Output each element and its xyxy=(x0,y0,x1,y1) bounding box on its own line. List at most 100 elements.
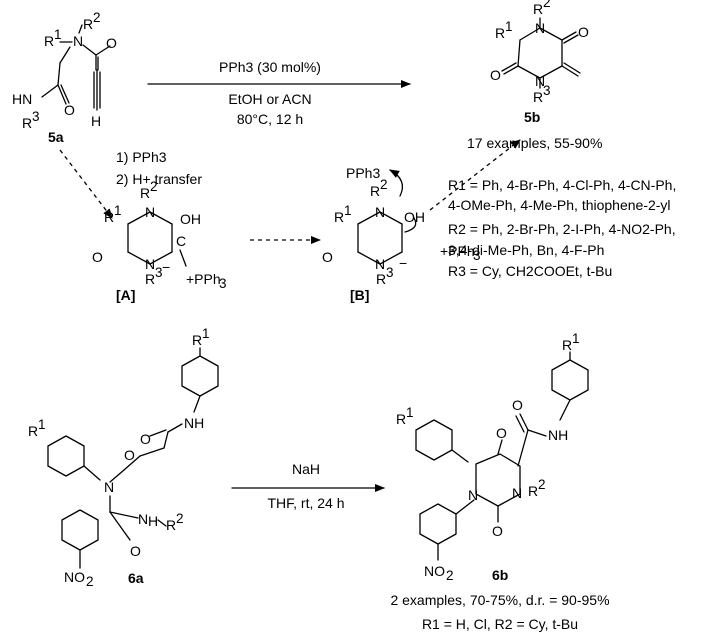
label-5a: 5a xyxy=(48,129,64,145)
label-a: [A] xyxy=(116,287,135,303)
svg-text:NH: NH xyxy=(184,415,204,431)
svg-text:N: N xyxy=(104,479,114,495)
svg-text:HN: HN xyxy=(12,91,32,107)
svg-text:OH: OH xyxy=(180,211,201,227)
svg-text:O: O xyxy=(92,249,103,265)
svg-text:N: N xyxy=(468,487,478,503)
svg-text:3: 3 xyxy=(32,109,40,124)
reaction-arrow-bottom: NaH THF, rt, 24 h xyxy=(231,461,385,511)
svg-text:O: O xyxy=(124,447,135,463)
svg-text:2: 2 xyxy=(380,177,388,192)
svg-text:H: H xyxy=(148,513,158,529)
svg-text:1: 1 xyxy=(344,203,352,218)
svg-text:N: N xyxy=(145,256,155,272)
reaction-arrow-top: PPh3 (30 mol%) EtOH or ACN 80°C, 12 h xyxy=(147,59,411,127)
svg-text:N: N xyxy=(375,256,385,272)
svg-text:R: R xyxy=(104,209,114,225)
svg-text:R: R xyxy=(145,271,155,287)
svg-text:O: O xyxy=(64,102,75,118)
svg-text:1: 1 xyxy=(38,417,46,432)
svg-text:H: H xyxy=(91,113,101,129)
svg-text:N: N xyxy=(138,511,148,527)
svg-text:3: 3 xyxy=(386,265,394,280)
conditions-label: THF, rt, 24 h xyxy=(267,495,344,511)
r1-line2: 4-OMe-Ph, 4-Me-Ph, thiophene-2-yl xyxy=(448,197,671,213)
catalyst-label: PPh3 (30 mol%) xyxy=(219,59,321,75)
svg-text:−: − xyxy=(399,255,407,271)
svg-text:N: N xyxy=(145,204,155,220)
scope-block-top: 17 examples, 55-90% R1 = Ph, 4-Br-Ph, 4-… xyxy=(448,135,676,279)
svg-text:1: 1 xyxy=(406,405,414,420)
svg-text:+PPh: +PPh xyxy=(186,271,221,287)
svg-text:1: 1 xyxy=(114,203,122,218)
svg-text:O: O xyxy=(578,24,589,40)
reagent-label: NaH xyxy=(292,461,320,477)
r3-line: R3 = Cy, CH2COOEt, t-Bu xyxy=(448,263,612,279)
svg-text:3: 3 xyxy=(219,276,227,291)
svg-text:−: − xyxy=(162,259,170,275)
svg-text:1: 1 xyxy=(202,326,210,341)
svg-text:N: N xyxy=(512,485,522,501)
substituents-bottom: R1 = H, Cl, R2 = Cy, t-Bu xyxy=(422,616,578,632)
svg-text:R: R xyxy=(44,33,54,49)
r2-line1: R2 = Ph, 2-Br-Ph, 2-I-Ph, 4-NO2-Ph, xyxy=(448,221,676,237)
svg-text:R: R xyxy=(28,423,38,439)
svg-text:R: R xyxy=(140,185,150,201)
svg-text:O: O xyxy=(492,523,503,539)
svg-text:2: 2 xyxy=(538,477,546,492)
label-6b: 6b xyxy=(492,567,508,583)
svg-text:+PPh: +PPh xyxy=(440,243,475,259)
reagent-release: PPh3 xyxy=(346,139,521,211)
svg-text:R: R xyxy=(83,16,93,32)
solvent-label: EtOH or ACN xyxy=(228,91,311,107)
svg-text:NO: NO xyxy=(64,569,85,585)
svg-text:NO: NO xyxy=(424,563,445,579)
svg-text:R: R xyxy=(376,271,386,287)
svg-text:2: 2 xyxy=(176,511,184,526)
svg-text:R: R xyxy=(533,89,543,105)
svg-text:R: R xyxy=(334,209,344,225)
svg-text:O: O xyxy=(130,543,141,559)
svg-text:O: O xyxy=(106,35,117,51)
r1-line1: R1 = Ph, 4-Br-Ph, 4-Cl-Ph, 4-CN-Ph, xyxy=(448,177,676,193)
svg-text:R: R xyxy=(495,25,505,41)
svg-text:R: R xyxy=(562,337,572,353)
pph3-free: PPh3 xyxy=(346,165,380,181)
step1-label: 1) PPh3 xyxy=(116,149,167,165)
svg-text:1: 1 xyxy=(54,27,62,42)
svg-text:1: 1 xyxy=(505,19,513,34)
svg-text:R: R xyxy=(166,517,176,533)
svg-text:O: O xyxy=(490,67,501,83)
label-5b: 5b xyxy=(524,109,540,125)
svg-text:2: 2 xyxy=(446,568,454,583)
svg-text:NH: NH xyxy=(548,427,568,443)
svg-text:3: 3 xyxy=(473,248,481,263)
svg-text:N: N xyxy=(375,204,385,220)
svg-text:2: 2 xyxy=(86,574,94,589)
r2-line2: 3,4-di-Me-Ph, Bn, 4-F-Ph xyxy=(448,242,604,258)
svg-text:R: R xyxy=(533,1,543,17)
scope-block-bottom: 2 examples, 70-75%, d.r. = 90-95% R1 = H… xyxy=(390,592,609,632)
svg-text:3: 3 xyxy=(155,265,163,280)
svg-text:2: 2 xyxy=(150,179,158,194)
svg-text:R: R xyxy=(370,183,380,199)
step2-label: 2) H+ transfer xyxy=(116,171,202,187)
mechanism-steps: 1) PPh3 2) H+ transfer xyxy=(59,149,202,219)
svg-text:O: O xyxy=(496,425,507,441)
svg-text:O: O xyxy=(140,431,151,447)
svg-text:O: O xyxy=(322,249,333,265)
svg-text:1: 1 xyxy=(572,331,580,346)
label-6a: 6a xyxy=(128,570,144,586)
svg-text:R: R xyxy=(22,115,32,131)
svg-text:2: 2 xyxy=(543,0,551,10)
svg-text:R: R xyxy=(192,332,202,348)
svg-text:O: O xyxy=(512,397,523,413)
svg-text:3: 3 xyxy=(543,83,551,98)
svg-text:OH: OH xyxy=(404,209,425,225)
